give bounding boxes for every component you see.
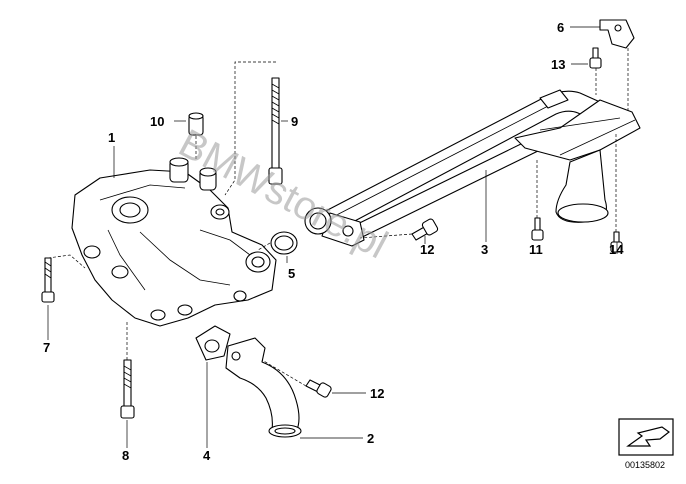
callout-6: 6: [557, 20, 564, 35]
screw-part-12-lower[interactable]: [305, 379, 332, 398]
long-bolt-part-9[interactable]: [268, 77, 283, 185]
callout-8: 8: [122, 448, 129, 463]
screw-part-11[interactable]: [531, 217, 544, 241]
callout-10: 10: [150, 114, 164, 129]
callout-5: 5: [288, 266, 295, 281]
assembly-lines: [47, 48, 629, 387]
callout-11: 11: [529, 242, 543, 257]
sleeve-part-10[interactable]: [188, 112, 204, 136]
callout-12-lower: 12: [370, 386, 384, 401]
diagram-number: 00135802: [625, 460, 665, 470]
screw-part-14[interactable]: [610, 231, 623, 253]
bolt-part-8[interactable]: [120, 359, 135, 419]
gasket-part-4[interactable]: [195, 325, 231, 361]
elbow-pipe-part-2[interactable]: [225, 337, 302, 438]
leader-lines: [47, 26, 618, 448]
callout-7: 7: [43, 340, 50, 355]
callout-1: 1: [108, 130, 115, 145]
callout-4: 4: [203, 448, 211, 463]
clip-bracket-part-6[interactable]: [599, 19, 635, 49]
callout-9: 9: [291, 114, 298, 129]
bolt-part-7[interactable]: [41, 257, 55, 303]
oil-pump-part-1[interactable]: [71, 157, 277, 327]
screw-part-13[interactable]: [589, 47, 602, 69]
callout-12-upper: 12: [420, 242, 434, 257]
callout-13: 13: [551, 57, 565, 72]
screw-part-12-upper[interactable]: [411, 218, 439, 241]
callout-14: 14: [609, 242, 624, 257]
o-ring-part-5[interactable]: [270, 231, 298, 255]
arrow-icon: [626, 426, 671, 447]
callout-2: 2: [367, 431, 374, 446]
callout-3: 3: [481, 242, 488, 257]
reference-box: 00135802: [618, 418, 674, 470]
suction-pipe-part-3[interactable]: [304, 89, 641, 247]
